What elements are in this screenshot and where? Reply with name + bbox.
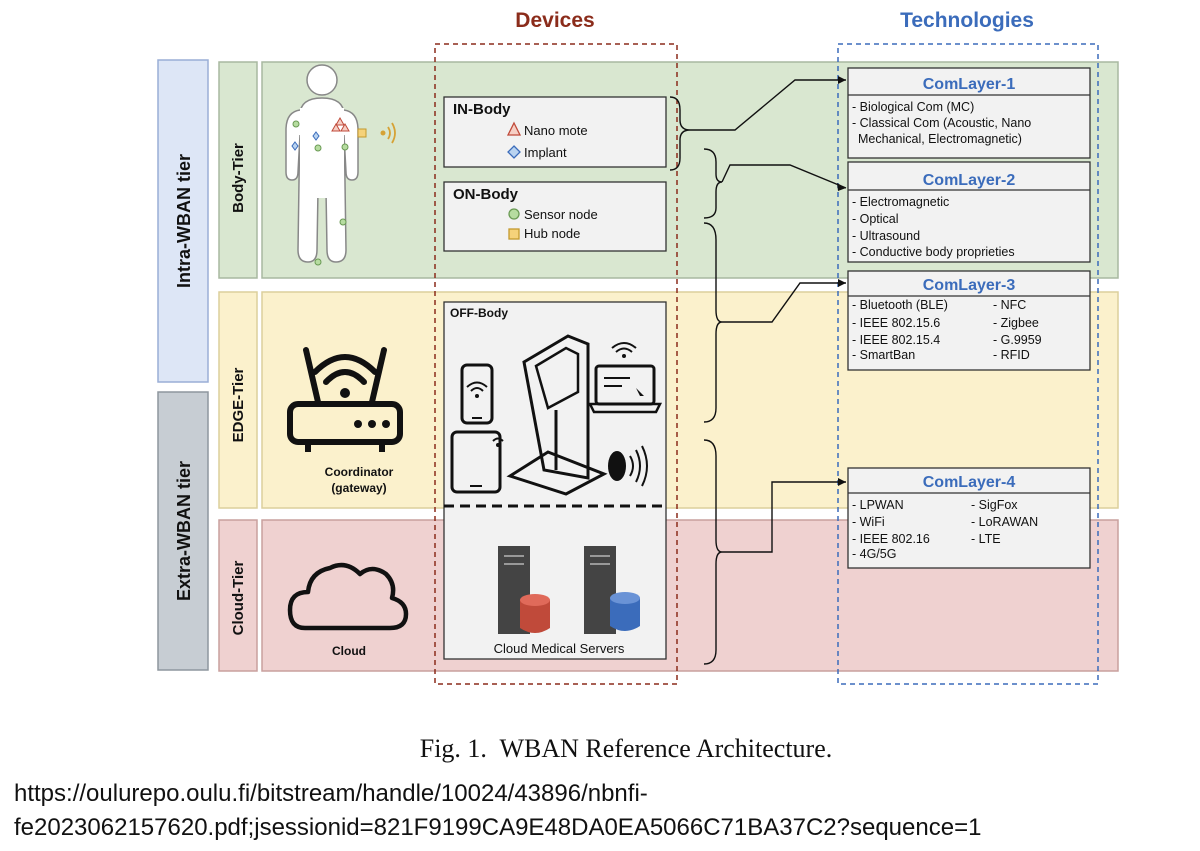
kiosk-icon [506,334,608,496]
technologies-header: Technologies [900,9,1034,32]
comlayer-4-item: - 4G/5G [852,547,896,561]
comlayer-1-title: ComLayer-1 [923,76,1016,93]
server-icon-2 [584,546,640,634]
intra-wban-label: Intra-WBAN tier [174,154,194,288]
source-url-line-1: https://oulurepo.oulu.fi/bitstream/handl… [14,780,648,807]
devices-dashed-frame [434,43,678,685]
tablet-icon [450,430,504,494]
comlayer-3-item: - G.9959 [993,333,1042,347]
comlayer-3-box [847,270,1091,371]
source-url-line-2: fe2023062157620.pdf;jsessionid=821F9199C… [14,814,982,841]
edge-tier-label: EDGE-Tier [230,367,247,442]
hub-node-icon [508,228,520,240]
cloud-tier-label-box [218,519,258,672]
comlayer-2-box [847,161,1091,263]
cloud-servers-label: Cloud Medical Servers [494,641,625,656]
comlayer-3-item: - SmartBan [852,348,915,362]
figure-caption: Fig. 1. WBAN Reference Architecture. [420,734,833,763]
laptop-icon [587,342,663,414]
comlayer-2-line: - Optical [852,212,899,226]
comlayer-3-item: - IEEE 802.15.6 [852,316,940,330]
implant-label: Implant [524,145,567,160]
arrow-heads [837,76,846,486]
body-sensor-markers [291,116,396,266]
comlayer-4-item: - LTE [971,532,1001,546]
comlayer-4-title: ComLayer-4 [923,474,1016,491]
comlayer-1-line: - Classical Com (Acoustic, Nano [852,116,1031,130]
nano-mote-label: Nano mote [524,123,588,138]
comlayer-2-title: ComLayer-2 [923,172,1016,189]
cloud-icon [287,562,409,631]
comlayer-2-line: - Conductive body proprieties [852,245,1015,259]
comlayer-4-item: - SigFox [971,498,1018,512]
comlayer-3-item: - Bluetooth (BLE) [852,298,948,312]
implant-icon [507,145,521,159]
comlayer-1-line: - Biological Com (MC) [852,100,974,114]
sensor-node-icon [508,208,520,220]
sensor-node-label: Sensor node [524,207,598,222]
comlayer-4-box [847,467,1091,569]
comlayer-4-item: - IEEE 802.16 [852,532,930,546]
connector-lines [669,79,847,665]
router-icon [287,347,403,452]
smartphone-icon [460,363,494,425]
in-body-box [443,96,667,168]
comlayer-2-line: - Ultrasound [852,229,920,243]
extra-wban-label: Extra-WBAN tier [174,461,194,601]
comlayer-3-item: - NFC [993,298,1026,312]
body-tier-label: Body-Tier [230,143,247,213]
hub-node-label: Hub node [524,226,580,241]
comlayer-4-item: - LPWAN [852,498,904,512]
gateway-label: (gateway) [331,481,386,495]
cloud-label: Cloud [332,644,366,658]
in-body-title: IN-Body [453,101,511,118]
comlayer-3-item: - Zigbee [993,316,1039,330]
off-body-title: OFF-Body [450,306,508,320]
on-body-title: ON-Body [453,186,519,203]
cloud-tier-label: Cloud-Tier [230,560,247,635]
comlayer-2-line: - Electromagnetic [852,195,949,209]
on-body-box [443,181,667,252]
devices-header: Devices [515,9,594,32]
edge-tier-label-box [218,291,258,509]
comlayer-1-box [847,67,1091,159]
server-icon-1 [498,546,550,634]
nano-mote-icon [506,121,522,136]
coordinator-label: Coordinator [325,465,394,479]
comlayer-1-line: Mechanical, Electromagnetic) [858,132,1022,146]
smartwatch-icon [608,445,648,487]
technologies-dashed-frame [837,43,1099,685]
comlayer-4-item: - WiFi [852,515,885,529]
comlayer-3-item: - RFID [993,348,1030,362]
comlayer-3-title: ComLayer-3 [923,277,1016,294]
extra-wban-box [157,391,209,671]
body-tier-label-box [218,61,258,279]
intra-wban-box [157,59,209,383]
comlayer-4-item: - LoRAWAN [971,515,1038,529]
comlayer-3-item: - IEEE 802.15.4 [852,333,940,347]
